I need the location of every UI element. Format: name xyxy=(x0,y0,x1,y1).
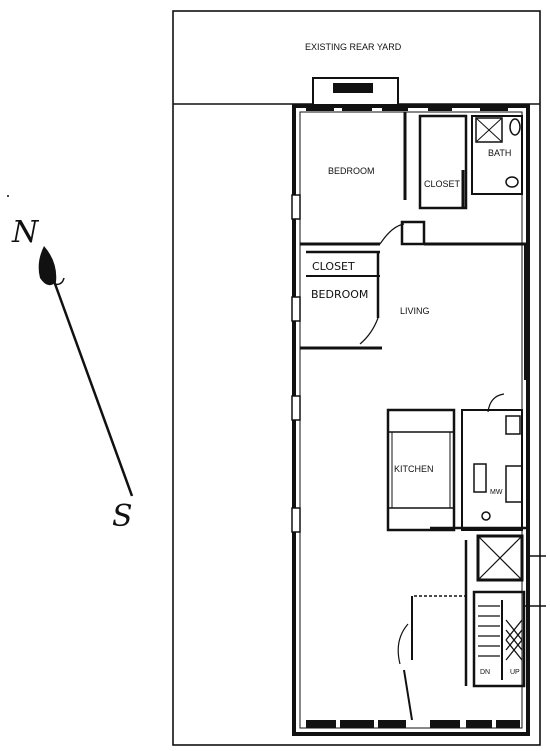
closet-mid-label: CLOSET xyxy=(312,260,355,273)
fridge-box xyxy=(473,463,487,493)
compass-south-label: S xyxy=(112,499,133,534)
bath-label: BATH xyxy=(488,148,511,158)
elevator-shaft xyxy=(476,534,524,582)
kitchen-fixture xyxy=(481,511,491,521)
closet-rear-label: CLOSET xyxy=(424,179,461,189)
range-box xyxy=(505,465,523,503)
kitchen-label: KITCHEN xyxy=(394,464,434,474)
closet-rear-box xyxy=(418,114,468,210)
site-boundary xyxy=(172,10,541,746)
rear-yard-label: EXISTING REAR YARD xyxy=(305,42,402,52)
rear-window-detail xyxy=(333,83,373,93)
entry-wall-lower xyxy=(403,669,413,721)
bottom-windows xyxy=(306,720,520,728)
bedroom-rear-door-jamb xyxy=(400,220,426,246)
dn-label: DN xyxy=(480,669,490,676)
bath-box xyxy=(471,115,523,195)
mw-label: MW xyxy=(490,489,503,496)
margin-dot xyxy=(7,195,9,197)
left-windows xyxy=(291,194,301,533)
bath-shower xyxy=(475,117,503,143)
stair-box xyxy=(472,590,526,688)
compass-north-label: N xyxy=(11,215,40,250)
entry-door-swing xyxy=(397,623,409,665)
bath-toilet xyxy=(509,118,521,136)
bath-sink xyxy=(505,176,519,188)
bedroom-rear-door-swing xyxy=(379,223,405,245)
bedroom-mid-door-swing xyxy=(359,317,379,345)
stair-treads xyxy=(478,605,523,661)
north-arrow xyxy=(38,246,134,497)
utility-column xyxy=(461,409,523,531)
living-label: LIVING xyxy=(400,306,430,316)
bedroom-rear-label: BEDROOM xyxy=(328,166,375,176)
top-windows xyxy=(306,104,508,111)
up-label: UP xyxy=(510,669,520,676)
bath-shower-x2 xyxy=(475,117,503,143)
bedroom-mid-label: BEDROOM xyxy=(311,288,368,301)
kitchen-island xyxy=(386,408,456,532)
utility-door-swing xyxy=(487,393,505,413)
elevator-x2 xyxy=(477,535,523,581)
sink-box xyxy=(505,415,521,435)
